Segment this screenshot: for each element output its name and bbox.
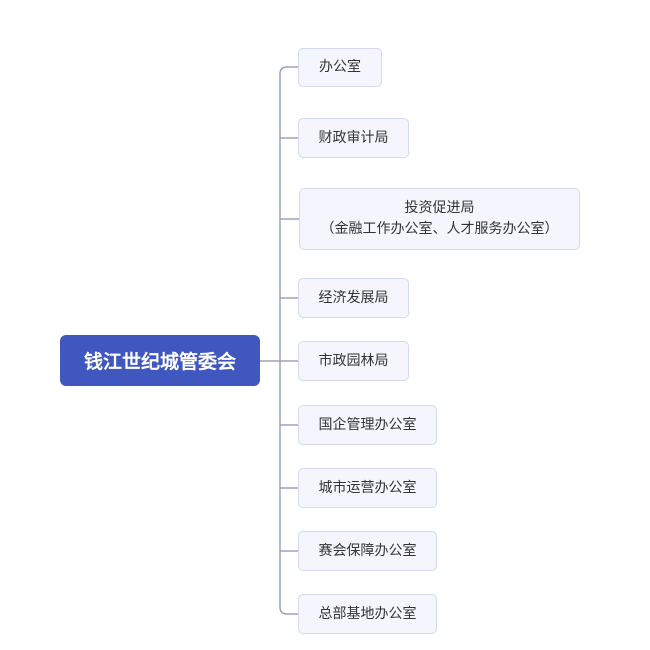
department-node-event-support[interactable]: 赛会保障办公室 <box>298 531 437 571</box>
root-node[interactable]: 钱江世纪城管委会 <box>60 335 260 386</box>
department-label: 办公室 <box>319 59 361 75</box>
department-label: 国企管理办公室 <box>318 416 417 433</box>
department-label: 财政审计局 <box>318 129 389 146</box>
department-node-finance-audit[interactable]: 财政审计局 <box>298 118 409 158</box>
department-label: 城市运营办公室 <box>318 479 417 496</box>
department-label: 赛会保障办公室 <box>318 542 417 559</box>
department-node-hq-base[interactable]: 总部基地办公室 <box>298 594 437 634</box>
department-label: 投资促进局 <box>404 200 475 216</box>
department-node-soe-management[interactable]: 国企管理办公室 <box>298 405 437 445</box>
department-node-office[interactable]: 办公室 <box>298 48 382 87</box>
department-label: 总部基地办公室 <box>318 605 417 622</box>
root-label: 钱江世纪城管委会 <box>83 351 236 373</box>
department-label: 市政园林局 <box>318 352 389 369</box>
department-node-city-operations[interactable]: 城市运营办公室 <box>298 468 437 508</box>
department-node-economic-development[interactable]: 经济发展局 <box>298 278 409 318</box>
department-node-investment-promotion[interactable]: 投资促进局 （金融工作办公室、人才服务办公室） <box>299 188 580 250</box>
department-label: 经济发展局 <box>318 289 389 306</box>
department-node-municipal-gardens[interactable]: 市政园林局 <box>298 341 409 381</box>
branch-connector <box>279 66 299 615</box>
department-sublabel: （金融工作办公室、人才服务办公室） <box>320 221 559 237</box>
